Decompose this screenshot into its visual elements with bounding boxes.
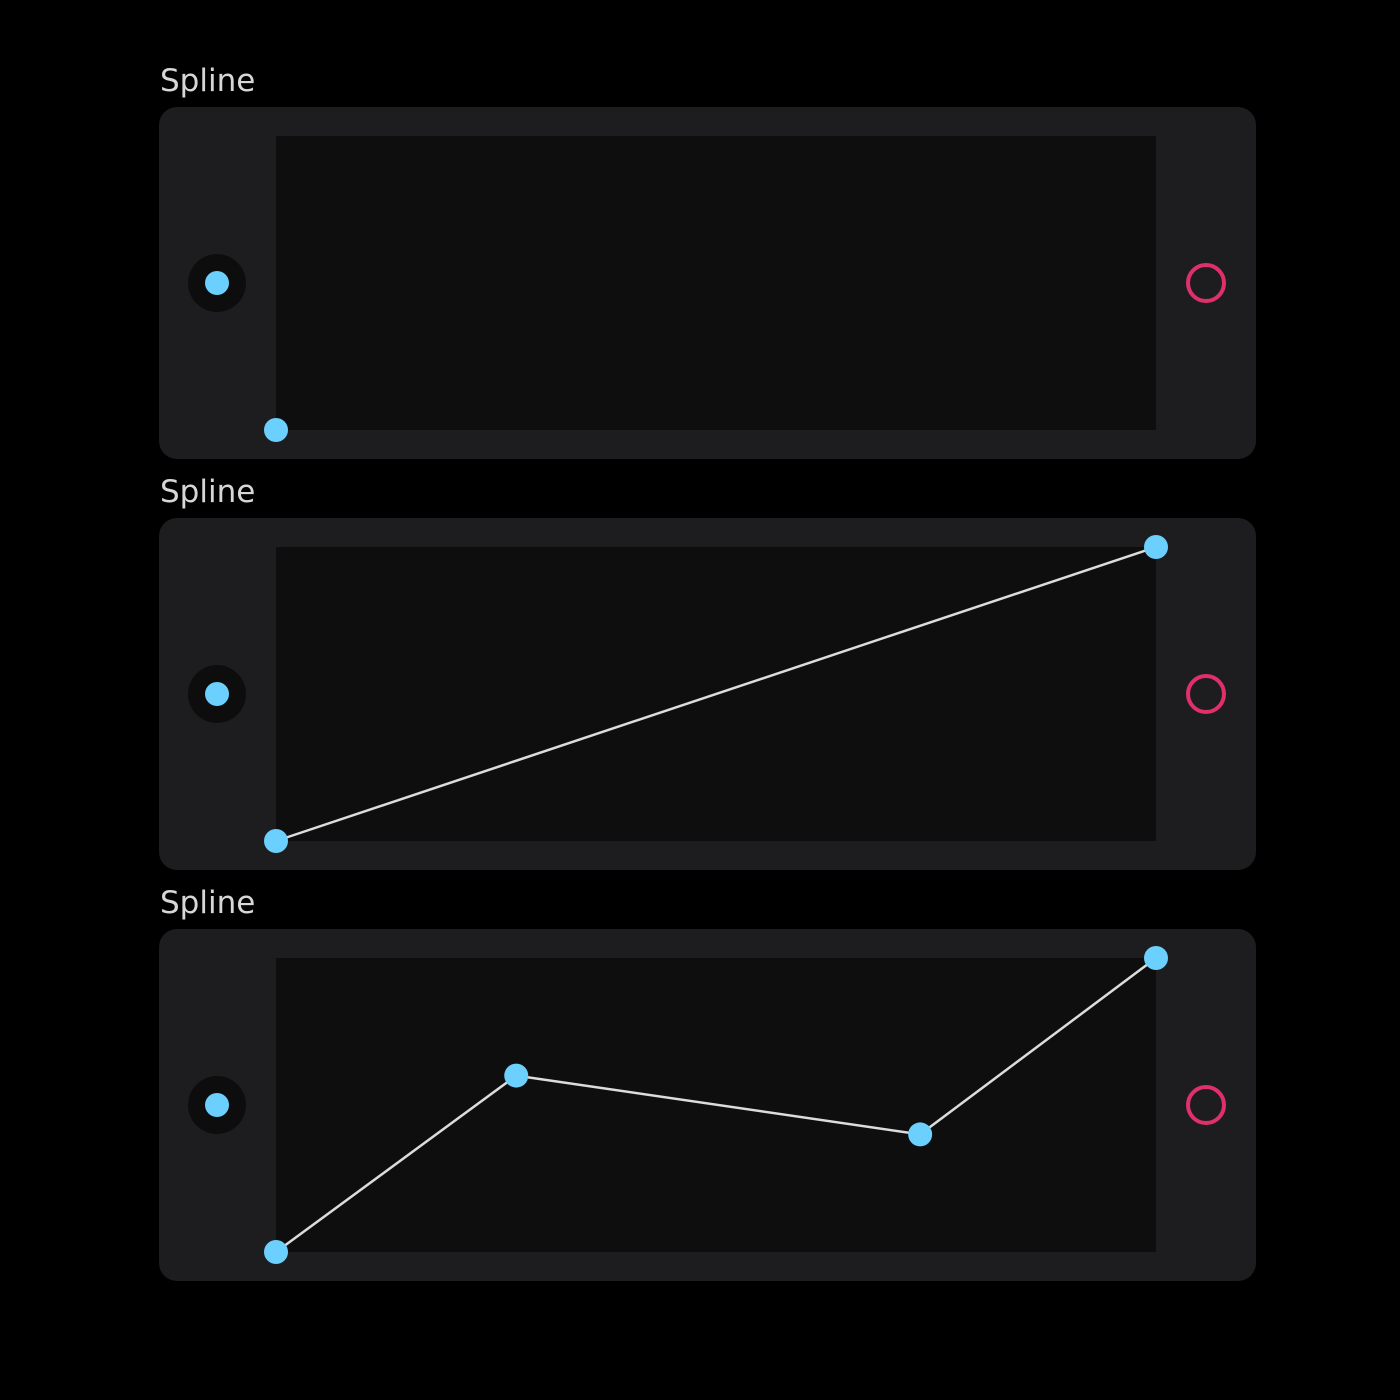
control-point-icon[interactable] <box>1144 946 1168 970</box>
spline-curve[interactable] <box>159 929 1256 1281</box>
spline-node-panel <box>159 107 1256 459</box>
input-port-icon[interactable] <box>188 665 246 723</box>
input-port-dot <box>205 682 229 706</box>
input-port-dot <box>205 1093 229 1117</box>
spline-segment-line <box>275 545 1157 843</box>
spline-curve[interactable] <box>159 518 1256 870</box>
output-port-icon[interactable] <box>1186 263 1226 303</box>
output-port-icon[interactable] <box>1186 1085 1226 1125</box>
spline-curve[interactable] <box>159 107 1256 459</box>
control-point-icon[interactable] <box>1144 535 1168 559</box>
input-port-dot <box>205 271 229 295</box>
spline-node-title: Spline <box>160 474 256 510</box>
spline-node-panel <box>159 518 1256 870</box>
spline-node-title: Spline <box>160 63 256 99</box>
input-port-icon[interactable] <box>188 1076 246 1134</box>
control-point-icon[interactable] <box>264 418 288 442</box>
spline-segment-line <box>275 956 1157 1254</box>
control-point-icon[interactable] <box>504 1063 529 1088</box>
control-point-icon[interactable] <box>264 829 288 853</box>
spline-plot-area[interactable] <box>276 136 1156 430</box>
output-port-icon[interactable] <box>1186 674 1226 714</box>
control-point-icon[interactable] <box>264 1240 288 1264</box>
spline-node-panel <box>159 929 1256 1281</box>
control-point-icon[interactable] <box>908 1122 933 1147</box>
input-port-icon[interactable] <box>188 254 246 312</box>
spline-node-title: Spline <box>160 885 256 921</box>
